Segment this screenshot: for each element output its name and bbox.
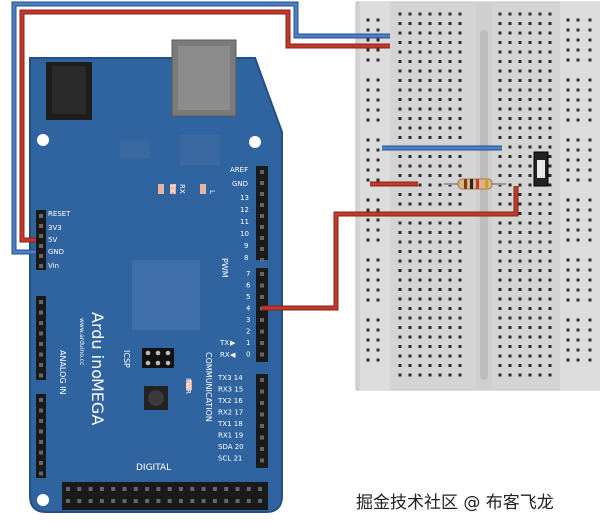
comm-pin-labels: TX3 14 RX3 15 TX2 16 RX2 17 TX1 18 RX1 19 SDA … (217, 374, 244, 463)
comm-pin-label: TX1 18 (217, 420, 243, 428)
icsp-header (142, 348, 174, 368)
pin-12-label: 12 (240, 206, 249, 214)
comm-pin-label: TX3 14 (217, 374, 243, 382)
mounting-hole (37, 494, 49, 506)
pwm-pin-labels: 7 6 5 4 3 2 1 0 (246, 270, 251, 359)
rx-led-label: RX (178, 184, 186, 194)
v33-label: 3V3 (48, 224, 62, 232)
watermark-text: 掘金技术社区 @ 布客飞龙 (356, 493, 554, 513)
tx-led (158, 184, 164, 194)
pin-9-label: 9 (244, 242, 248, 250)
comm-pin-label: SDA 20 (218, 443, 244, 451)
rx-pin-label: RX (220, 351, 230, 359)
gnd-top-label: GND (232, 180, 248, 188)
pwr-led (186, 380, 192, 390)
comm-pin-label: SCL 21 (218, 455, 242, 463)
pwm-pin-0-label: 0 (246, 351, 250, 359)
analog-header-1 (36, 296, 46, 380)
pwm-pin-7-label: 7 (246, 270, 250, 278)
comm-pin-label: RX2 17 (218, 409, 243, 417)
pin-8-label: 8 (244, 254, 248, 262)
pwm-pin-5-label: 5 (246, 293, 250, 301)
arduino-board: RESET 3V3 5V GND Vin ANALOG IN AREF GND … (29, 39, 283, 513)
pwm-pin-4-label: 4 (246, 305, 251, 313)
pwm-pin-6-label: 6 (246, 282, 251, 290)
gnd-label: GND (48, 248, 64, 256)
comm-pin-label: RX1 19 (218, 432, 243, 440)
mcu-chip (132, 260, 200, 330)
analog-header-2 (36, 394, 46, 478)
pin-11-label: 11 (240, 218, 249, 226)
tx-pin-label: TX (219, 339, 229, 347)
digital-header-bottom (62, 482, 268, 510)
pushbutton (533, 151, 549, 187)
breadboard (355, 1, 600, 391)
l-led (200, 184, 206, 194)
aref-label: AREF (230, 166, 248, 174)
wires (11, 1, 519, 311)
comm-pin-label: TX2 16 (217, 397, 243, 405)
rx-arrow-icon: ◀ (230, 351, 236, 359)
reset-button[interactable] (144, 386, 168, 410)
pwm-pin-3-label: 3 (246, 316, 250, 324)
resistor (444, 178, 506, 190)
board-name-line1: Ardu ino (88, 312, 107, 379)
breadboard-holes (366, 12, 592, 377)
vin-label: Vin (48, 262, 59, 270)
mounting-hole (37, 134, 49, 146)
pwr-label: PWR (184, 378, 192, 394)
mounting-hole (249, 136, 261, 148)
header-pins (39, 170, 264, 503)
v5-label: 5V (48, 236, 57, 244)
digital-header-top (256, 166, 268, 260)
pwm-pin-1-label: 1 (246, 339, 250, 347)
tx-led-label: TX (168, 183, 176, 193)
analog-in-label: ANALOG IN (58, 350, 67, 395)
pin-10-label: 10 (240, 230, 249, 238)
board-subtext: www.arduino.cc (78, 318, 85, 365)
pwm-pin-2-label: 2 (246, 328, 250, 336)
comm-pin-label: RX3 15 (218, 386, 243, 394)
digital-label: DIGITAL (136, 463, 171, 473)
tx-arrow-icon: ▶ (230, 339, 236, 347)
icsp-label: ICSP (122, 350, 131, 368)
communication-label: COMMUNICATION (204, 352, 213, 422)
reset-label: RESET (48, 210, 71, 218)
pin-13-label: 13 (240, 194, 249, 202)
rx-led (170, 184, 176, 194)
board-name-line2: MEGA (88, 378, 107, 425)
pwm-label: PWM (220, 258, 229, 278)
pwm-header (256, 268, 268, 362)
power-header (36, 210, 46, 270)
l-led-label: L (208, 190, 216, 194)
comm-header (256, 374, 268, 468)
